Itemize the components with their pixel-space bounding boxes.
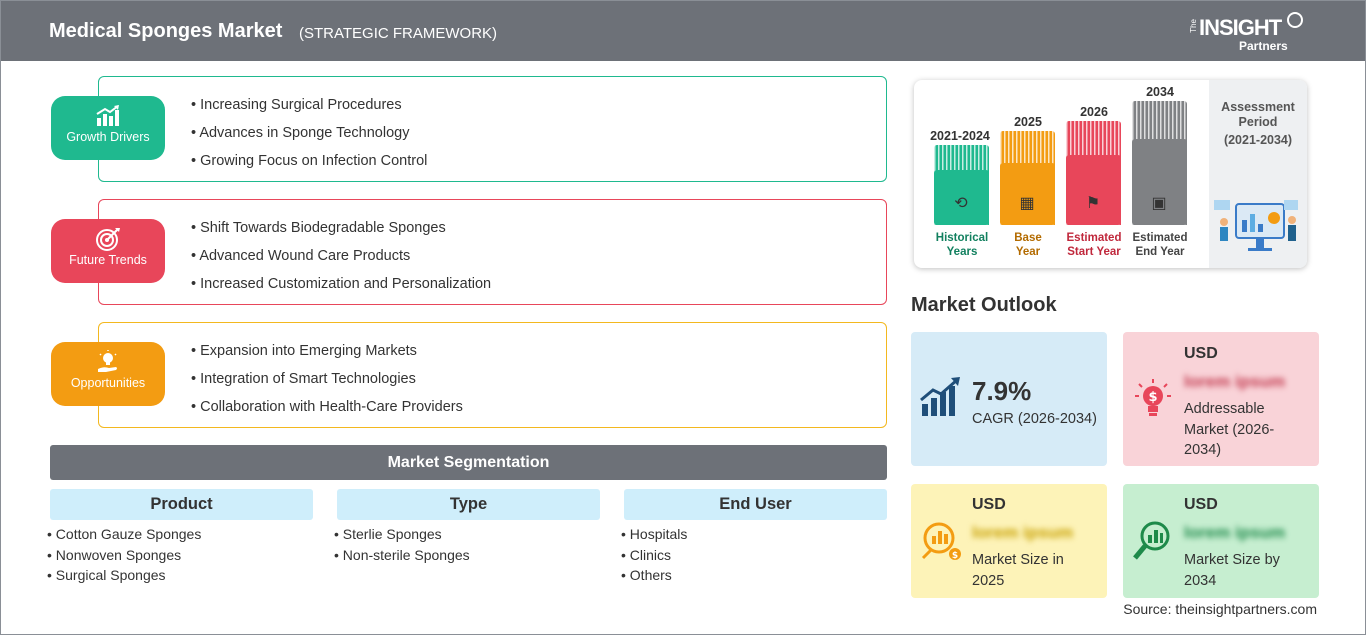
timeline-year-base: 2025 xyxy=(1014,115,1042,129)
segment-header-product: Product xyxy=(50,489,313,520)
list-item: • Surgical Sponges xyxy=(47,567,166,583)
list-item: • Sterlie Sponges xyxy=(334,526,442,542)
page-title: Medical Sponges Market xyxy=(49,20,283,42)
idea-bulb-icon: $ xyxy=(1135,379,1171,416)
insight-partners-logo: The INSIGHT Partners xyxy=(1187,9,1307,55)
calendar-icon: ▦ xyxy=(1019,195,1035,212)
future-trends-list: • Shift Towards Biodegradable Sponges • … xyxy=(191,220,491,304)
addressable-currency: USD xyxy=(1184,345,1218,362)
market-outlook-title: Market Outlook xyxy=(911,294,1057,316)
assessment-period: (2021-2034) xyxy=(1223,133,1293,147)
segment-list-end-user: • Hospitals • Clinics • Others xyxy=(621,526,687,588)
cagr-card: 7.9% CAGR (2026-2034) xyxy=(911,332,1107,466)
opportunities-label: Opportunities xyxy=(70,376,146,390)
list-item: • Nonwoven Sponges xyxy=(47,546,182,563)
logo-ring-icon xyxy=(1287,12,1303,28)
lightbulb-hand-icon xyxy=(98,350,117,372)
growth-chart-icon xyxy=(920,377,960,416)
money-chart-icon: $ xyxy=(921,522,961,561)
list-item: • Advanced Wound Care Products xyxy=(191,248,411,264)
addressable-value: lorem ipsum xyxy=(1184,372,1286,391)
segment-header-end-user: End User xyxy=(624,489,887,520)
segment-list-product: • Cotton Gauze Sponges • Nonwoven Sponge… xyxy=(47,526,201,588)
bar-chart-growth-icon xyxy=(96,105,119,126)
list-item: • Increased Customization and Personaliz… xyxy=(191,276,492,292)
future-trends-label: Future Trends xyxy=(69,253,147,267)
timeline-bar-base: ▦ xyxy=(1000,131,1055,225)
list-item: • Clinics xyxy=(621,546,672,563)
page-subtitle: (STRATEGIC FRAMEWORK) xyxy=(299,25,498,42)
svg-text:$: $ xyxy=(1148,390,1157,405)
header-bar: Medical Sponges Market (STRATEGIC FRAMEW… xyxy=(1,1,1365,61)
timeline-year-start: 2026 xyxy=(1080,105,1108,119)
list-item: • Cotton Gauze Sponges xyxy=(47,526,202,542)
list-item: • Increasing Surgical Procedures xyxy=(191,97,402,113)
growth-drivers-list: • Increasing Surgical Procedures • Advan… xyxy=(191,97,427,181)
cagr-value: 7.9% xyxy=(972,376,1032,406)
market-segmentation-header: Market Segmentation xyxy=(50,445,887,480)
opportunities-badge: Opportunities xyxy=(51,342,165,406)
timeline-year-end: 2034 xyxy=(1146,85,1174,99)
timeline-bar-end: ▣ xyxy=(1132,101,1187,225)
size-2025-value: lorem ipsum xyxy=(972,523,1074,542)
timeline-bar-historical: ⟲ xyxy=(934,145,989,225)
start-flag-icon: ⚑ xyxy=(1085,195,1101,212)
list-item: • Shift Towards Biodegradable Sponges xyxy=(191,220,446,236)
list-item: • Growing Focus on Infection Control xyxy=(191,153,428,169)
source-note: Source: theinsightpartners.com xyxy=(1123,601,1317,617)
target-icon xyxy=(96,228,120,251)
history-icon: ⟲ xyxy=(954,195,968,212)
timeline-year-historical: 2021-2024 xyxy=(930,129,990,143)
list-item: • Advances in Sponge Technology xyxy=(191,125,410,141)
opportunities-list: • Expansion into Emerging Markets • Inte… xyxy=(191,343,463,427)
analytics-people-icon xyxy=(1214,200,1298,251)
list-item: • Hospitals xyxy=(621,526,688,542)
size-2025-currency: USD xyxy=(972,496,1006,513)
list-item: • Collaboration with Health-Care Provide… xyxy=(191,399,463,415)
presentation-icon: ▣ xyxy=(1151,195,1167,212)
svg-text:$: $ xyxy=(952,551,958,561)
list-item: • Expansion into Emerging Markets xyxy=(191,343,417,359)
assessment-timeline-card: Assessment Period (2021-2034) 2021-2024 … xyxy=(914,80,1307,268)
future-trends-badge: Future Trends xyxy=(51,219,165,283)
size-2034-currency: USD xyxy=(1184,496,1218,513)
cagr-caption: CAGR (2026-2034) xyxy=(972,411,1097,427)
list-item: • Integration of Smart Technologies xyxy=(191,371,416,387)
growth-drivers-box: • Increasing Surgical Procedures • Advan… xyxy=(98,76,887,182)
growth-drivers-label: Growth Drivers xyxy=(66,130,150,144)
list-item: • Others xyxy=(621,567,672,583)
segment-header-type: Type xyxy=(337,489,600,520)
opportunities-box: • Expansion into Emerging Markets • Inte… xyxy=(98,322,887,428)
timeline-bar-start: ⚑ xyxy=(1066,121,1121,225)
list-item: • Non-sterile Sponges xyxy=(334,546,470,563)
magnifier-chart-icon xyxy=(1133,521,1170,560)
size-2034-value: lorem ipsum xyxy=(1184,523,1286,542)
assessment-label: Assessment Period xyxy=(1221,100,1295,129)
future-trends-box: • Shift Towards Biodegradable Sponges • … xyxy=(98,199,887,305)
growth-drivers-badge: Growth Drivers xyxy=(51,96,165,160)
segment-list-type: • Sterlie Sponges • Non-sterile Sponges xyxy=(334,526,470,567)
